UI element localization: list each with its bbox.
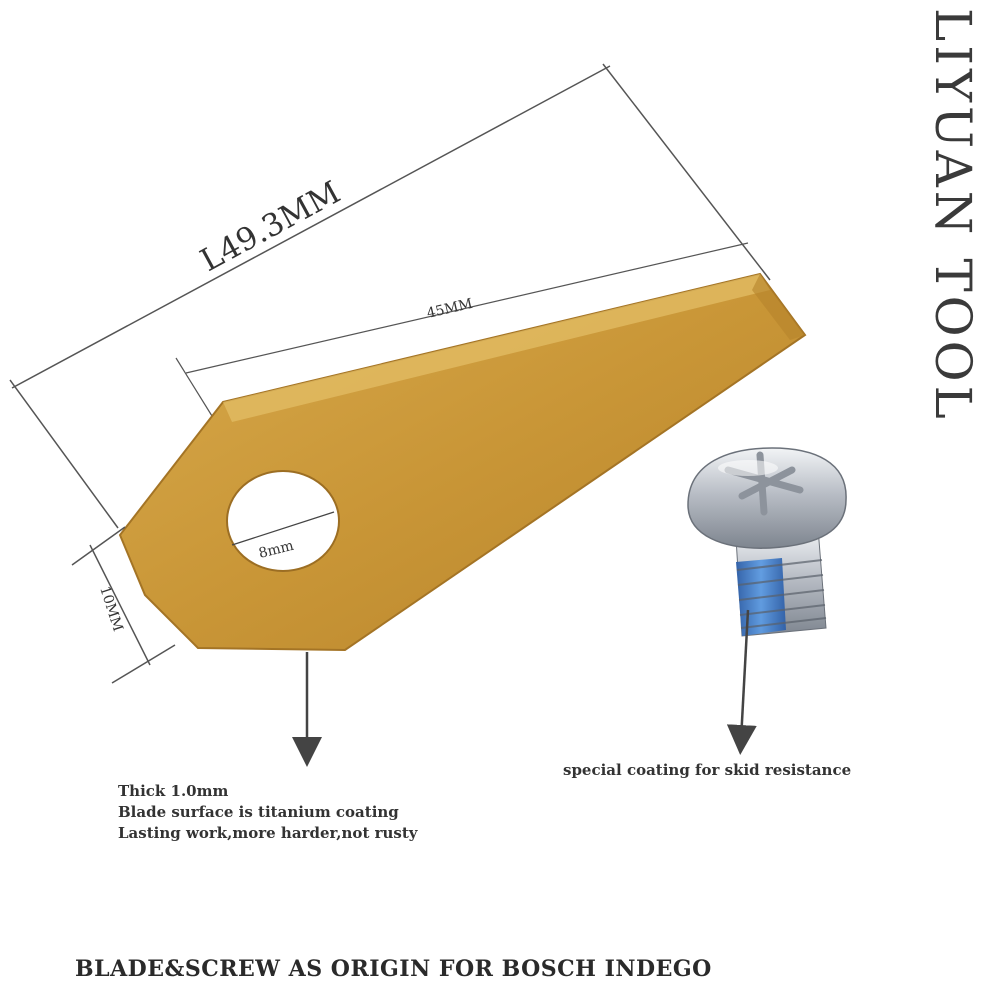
blade-bevel-top (223, 274, 770, 422)
blade: 8mm (118, 272, 807, 652)
blade-mount-hole (226, 470, 340, 572)
screw (687, 447, 847, 637)
overall-length-extension-left (9, 379, 119, 529)
hole-diameter-line (231, 511, 335, 546)
end-width-extension-top (71, 526, 126, 566)
screw-note-arrow (726, 609, 757, 755)
blade-body (118, 272, 807, 652)
blade-note-coating: Blade surface is titanium coating (118, 803, 399, 821)
end-width-extension-bottom (111, 644, 176, 684)
blade-bevel-right (752, 274, 805, 340)
blade-note-durability: Lasting work,more harder,not rusty (118, 824, 418, 842)
brand-name: LIYUAN TOOL (924, 8, 982, 423)
screw-note: special coating for skid resistance (563, 761, 852, 779)
edge-length-line (185, 242, 749, 374)
edge-length-extension-left (175, 357, 213, 417)
screw-head-highlight (718, 460, 778, 476)
footer-caption: BLADE&SCREW AS ORIGIN FOR BOSCH INDEGO (75, 956, 712, 982)
blade-note-thickness: Thick 1.0mm (118, 782, 229, 800)
edge-length-label: 45MM (425, 296, 474, 322)
end-width-line (89, 544, 151, 666)
overall-length-line (11, 65, 611, 389)
overall-length-extension-right (602, 63, 771, 281)
screw-threads (736, 559, 827, 629)
blade-notes: Thick 1.0mm Blade surface is titanium co… (118, 781, 418, 844)
overall-length-label: L49.3MM (195, 174, 347, 279)
